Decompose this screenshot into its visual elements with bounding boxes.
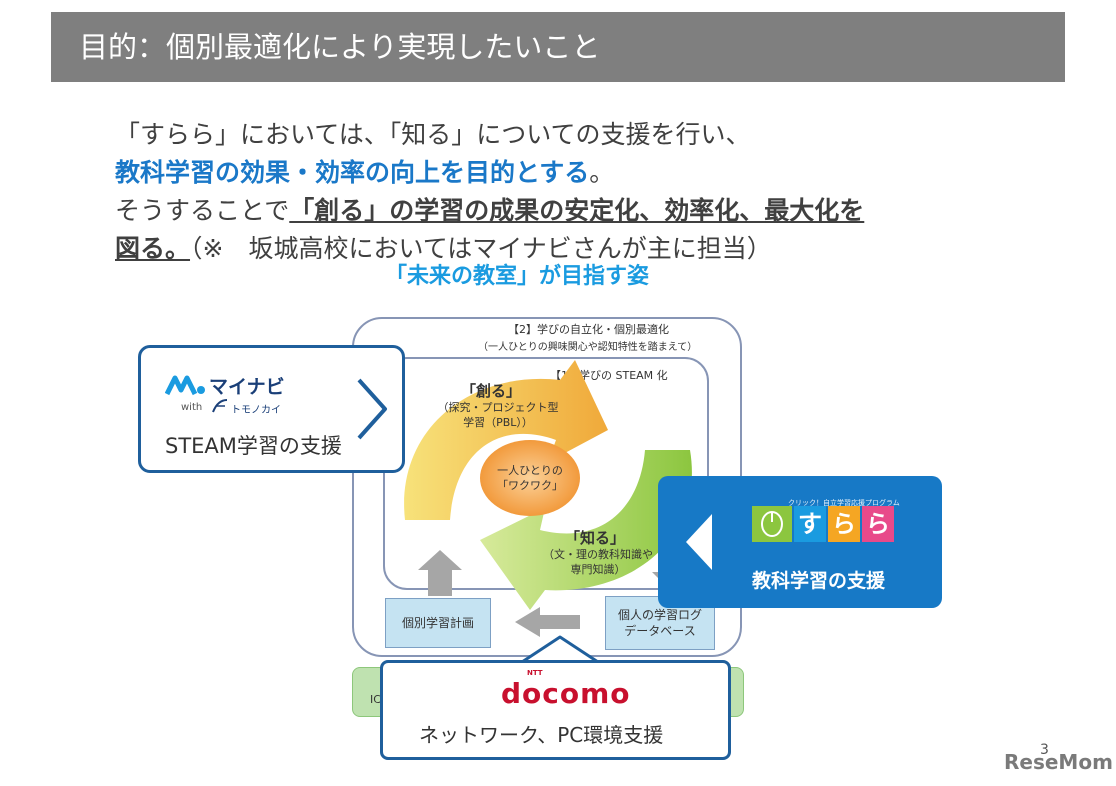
body-line-3-bold: 「創る」の学習の成果の安定化、効率化、最大化を — [289, 196, 865, 225]
surala-tagline: クリック！自立学習応援プログラム — [788, 499, 900, 507]
page-number: 3 — [1040, 742, 1049, 758]
body-line-4-bold: 図る。 — [115, 234, 191, 263]
body-line-4: 図る。（※ 坂城高校においてはマイナビさんが主に担当） — [115, 230, 864, 268]
learning-log-line-1: 個人の学習ログ — [617, 608, 702, 622]
outer-frame-subtitle: （一人ひとりの興味関心や認知特性を踏まえて） — [478, 342, 698, 353]
mynavi-caption: STEAM学習の支援 — [165, 434, 342, 458]
study-plan-box: 個別学習計画 — [385, 598, 491, 648]
docomo-card: NTT docomo ネットワーク、PC環境支援 — [380, 660, 731, 760]
body-line-4-plain: （※ 坂城高校においてはマイナビさんが主に担当） — [190, 234, 772, 263]
body-line-3: そうすることで「創る」の学習の成果の安定化、効率化、最大化を — [115, 192, 864, 230]
surala-char-2: ら — [828, 506, 860, 542]
slide-title: 目的：個別最適化により実現したいこと — [79, 30, 601, 64]
left-arrow — [515, 607, 580, 637]
body-text: 「すらら」においては、「知る」についての支援を行い、 教科学習の効果・効率の向上… — [115, 116, 864, 268]
mynavi-logo-icon — [165, 375, 205, 396]
right-chevron-icon — [357, 378, 387, 440]
body-line-2: 教科学習の効果・効率の向上を目的とする。 — [115, 154, 864, 192]
know-arrow — [480, 450, 692, 610]
tomonokai-logo-icon — [212, 399, 228, 413]
create-label: 「創る」 — [461, 382, 522, 400]
create-desc: （探究・プロジェクト型 学習（PBL）） — [428, 400, 568, 430]
center-ellipse — [480, 440, 580, 516]
know-label: 「知る」 — [565, 529, 626, 547]
create-desc-line-2: 学習（PBL）） — [463, 416, 533, 429]
center-label: 一人ひとりの 「ワクワク」 — [480, 463, 580, 493]
learning-log-box: 個人の学習ログ データベース — [605, 596, 715, 650]
period: 。 — [589, 158, 615, 187]
know-desc: （文・理の教科知識や 専門知識） — [528, 547, 668, 577]
resemom-watermark: ReseMom — [1004, 750, 1113, 774]
diagram-subtitle: 「未来の教室」が目指す姿 — [385, 264, 650, 289]
surala-card: クリック！自立学習応援プログラム す ら ら 教科学習の支援 — [658, 476, 942, 608]
create-desc-line-1: （探究・プロジェクト型 — [437, 401, 559, 414]
ntt-text: NTT — [527, 669, 543, 677]
docomo-logo: docomo — [501, 677, 631, 710]
learning-log-line-2: データベース — [624, 624, 696, 638]
surala-char-1: す — [794, 506, 826, 542]
surala-caption: 教科学習の支援 — [752, 570, 886, 592]
know-desc-line-2: 専門知識） — [570, 563, 626, 576]
surala-char-3: ら — [862, 506, 894, 542]
left-chevron-icon — [686, 514, 712, 570]
docomo-caption: ネットワーク、PC環境支援 — [419, 723, 664, 747]
mynavi-logo-text: マイナビ — [209, 376, 285, 398]
up-arrow — [418, 550, 462, 596]
up-triangle-icon — [521, 635, 599, 664]
emphasis-text: 教科学習の効果・効率の向上を目的とする — [115, 158, 590, 187]
body-line-1: 「すらら」においては、「知る」についての支援を行い、 — [115, 120, 751, 149]
mouse-logo-icon — [752, 506, 792, 542]
body-line-3-plain: そうすることで — [115, 196, 290, 225]
tomonokai-text: トモノカイ — [231, 405, 281, 416]
center-label-line-2: 「ワクワク」 — [497, 479, 563, 492]
ict-label-partial: IC — [370, 693, 381, 706]
know-desc-line-1: （文・理の教科知識や — [543, 548, 653, 561]
slide-title-bar: 目的：個別最適化により実現したいこと — [51, 12, 1065, 82]
with-text: with — [181, 402, 203, 413]
create-arrow — [404, 360, 608, 520]
center-label-line-1: 一人ひとりの — [497, 464, 563, 477]
outer-frame-title: 【2】学びの自立化・個別最適化 — [508, 323, 669, 336]
mynavi-card: マイナビ with トモノカイ STEAM学習の支援 — [138, 345, 405, 473]
